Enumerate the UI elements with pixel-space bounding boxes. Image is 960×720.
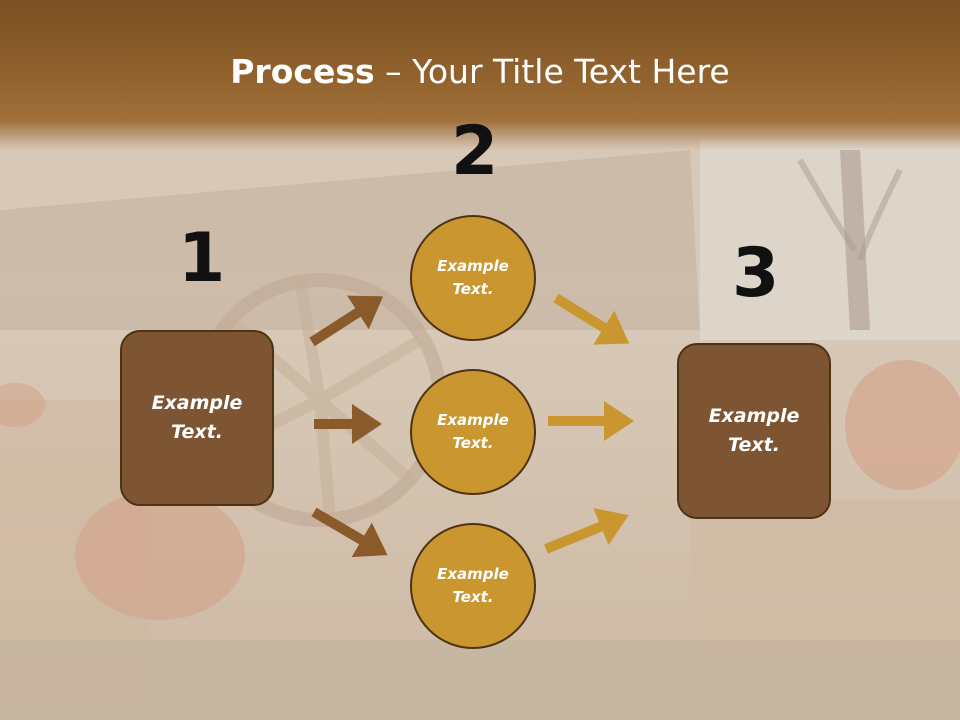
step-number-2: 2 [451, 112, 499, 191]
step-number-3: 3 [732, 234, 780, 313]
step-1-box[interactable]: Example Text. [120, 330, 274, 506]
step-2-circle-middle[interactable]: Example Text. [410, 369, 536, 495]
title-bold: Process [230, 52, 375, 91]
title-band [0, 0, 960, 150]
step-1-box-text: Example Text. [151, 392, 243, 443]
slide-title: Process – Your Title Text Here [0, 52, 960, 91]
title-rest: – Your Title Text Here [374, 52, 730, 91]
step-3-box-text: Example Text. [708, 405, 800, 456]
step-number-1: 1 [178, 219, 226, 298]
step-2-circle-bottom[interactable]: Example Text. [410, 523, 536, 649]
circle-bottom-text: Example Text. [437, 565, 509, 606]
step-2-circle-top[interactable]: Example Text. [410, 215, 536, 341]
circle-middle-text: Example Text. [437, 411, 509, 452]
step-3-box[interactable]: Example Text. [677, 343, 831, 519]
circle-top-text: Example Text. [437, 257, 509, 298]
